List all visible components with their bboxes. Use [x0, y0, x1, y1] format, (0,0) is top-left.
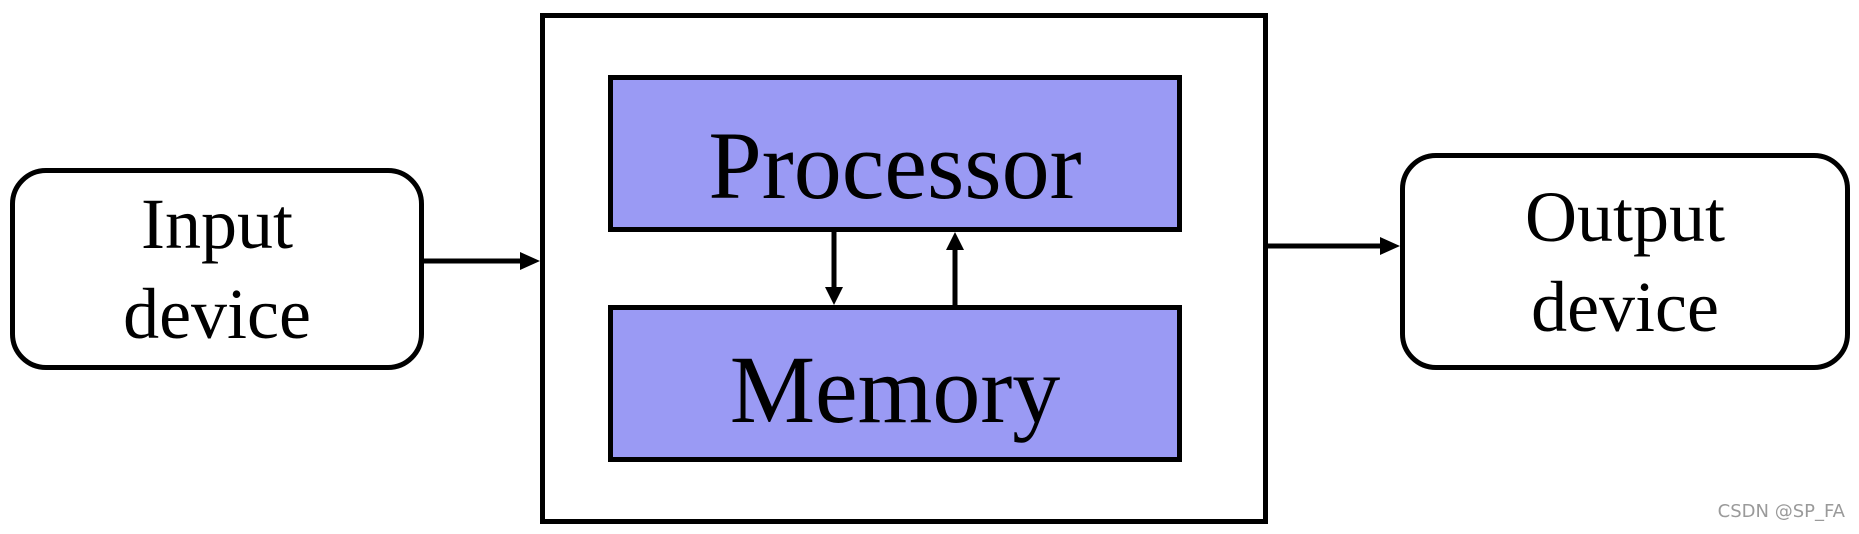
processor-label: Processor [708, 112, 1082, 219]
input-to-cpu-arrow [424, 252, 540, 270]
output-device-box: Output device [1400, 153, 1850, 370]
memory-box: Memory [608, 305, 1182, 462]
output-device-label-line1: Output [1524, 176, 1725, 257]
input-device-label-line1: Input [141, 184, 293, 264]
input-device-box: Input device [10, 168, 424, 370]
output-device-label-line2: device [1531, 266, 1719, 347]
cpu-to-output-arrow [1268, 237, 1400, 255]
processor-box: Processor [608, 75, 1182, 232]
watermark: CSDN @SP_FA [1717, 501, 1845, 522]
memory-label: Memory [729, 336, 1061, 443]
input-device-label-line2: device [123, 274, 311, 354]
